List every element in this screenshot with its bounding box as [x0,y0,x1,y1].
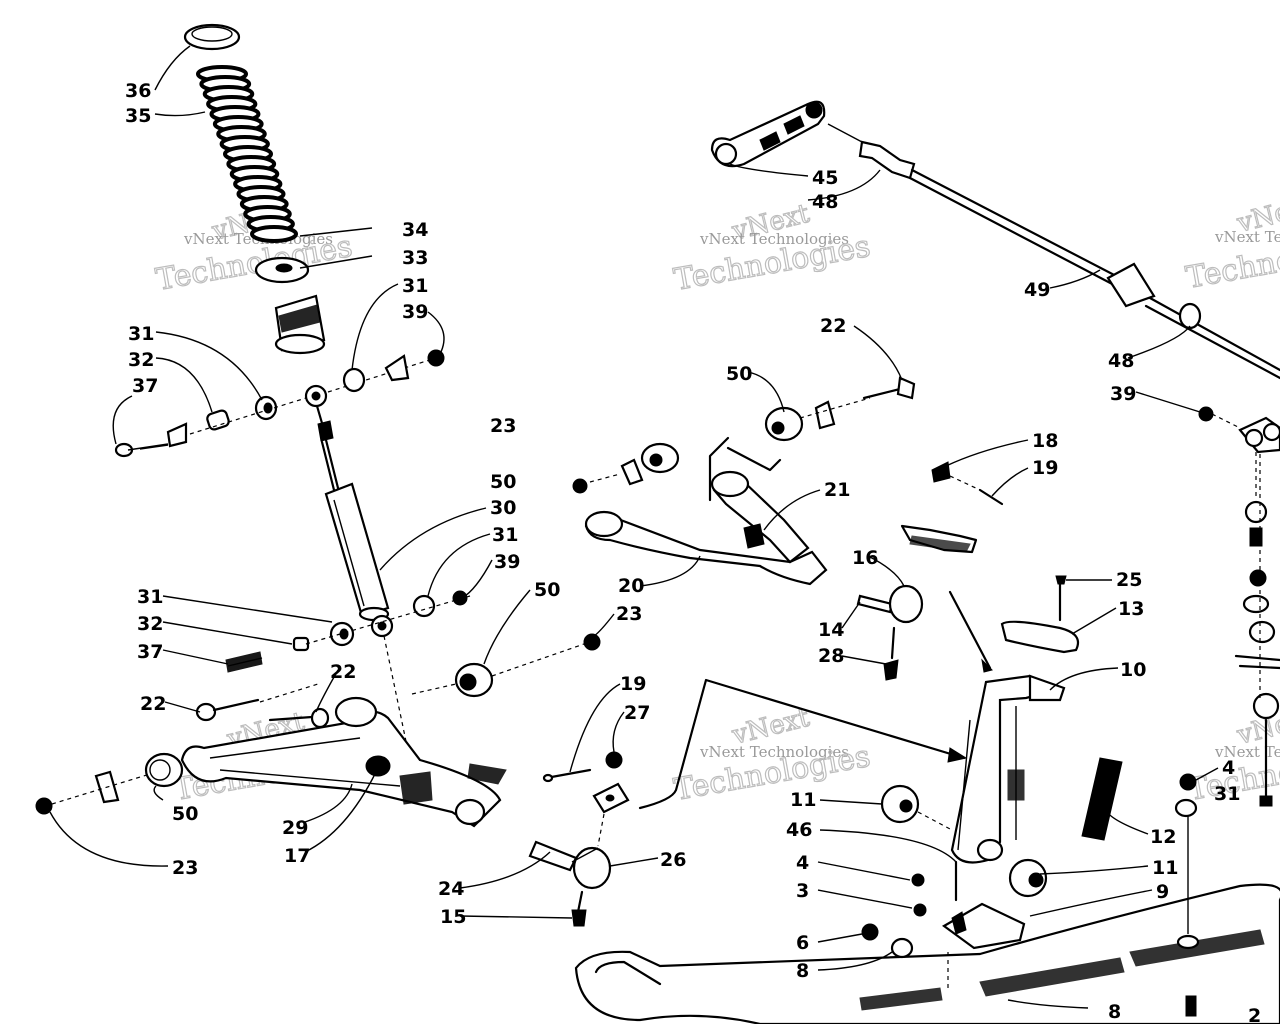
part-number: 22 [330,661,356,683]
spring-seat [254,256,310,284]
part-number: 37 [137,641,163,663]
part-number: 19 [1032,457,1058,479]
part-number: 31 [137,586,163,608]
part-number: 28 [818,645,844,667]
part-number: 11 [1152,857,1178,879]
part-number: 48 [812,191,838,213]
tie-rod-end-pins [542,751,630,847]
watermark-text: vNext Technologies [1214,228,1280,246]
part-number: 29 [282,817,308,839]
part-number: 27 [624,702,650,724]
upper-a-arm [584,436,828,586]
part-number: 11 [790,789,816,811]
watermark-mid-center: vNext vNext Technologies Technologies [671,702,874,808]
part-number: 24 [438,878,464,900]
part-number: 12 [1150,826,1176,848]
part-number: 14 [818,619,844,641]
part-number: 31 [492,524,518,546]
part-number: 50 [726,363,752,385]
part-number: 4 [796,852,809,874]
part-number: 31 [402,275,428,297]
part-number: 16 [852,547,878,569]
upper-shock-hardware [114,349,445,458]
ski-spring-bar [1081,757,1123,841]
part-number: 39 [402,301,428,323]
part-number: 32 [137,613,163,635]
steering-arrow [638,590,993,810]
part-number: 18 [1032,430,1058,452]
leader-lines [49,45,1219,1009]
part-number: 19 [620,673,646,695]
coil-spring [196,65,298,243]
part-number: 39 [1110,383,1136,405]
steering-arm [710,100,826,168]
part-number: 15 [440,906,466,928]
part-number: 9 [1156,881,1169,903]
part-number: 6 [796,932,809,954]
part-number: 50 [172,803,198,825]
part-number: 31 [128,323,154,345]
spring-clip-and-pin [900,461,1004,554]
part-number: 48 [1108,350,1134,372]
lower-a-arm [180,696,507,828]
part-number: 23 [616,603,642,625]
part-number: 34 [402,219,428,241]
watermark-text: vNext Technologies [699,230,849,248]
part-number: 17 [284,845,310,867]
part-number: 22 [820,315,846,337]
part-number-labels: 36 35 34 33 31 39 31 32 37 30 31 39 31 3… [125,80,1261,1024]
part-number: 8 [796,960,809,982]
part-number: 32 [128,349,154,371]
lower-shock-hardware [225,590,471,673]
spring-coil-loop [250,225,298,243]
watermark-top-center: vNext vNext Technologies Technologies [671,198,874,298]
watermark-text: vNext Technologies [699,743,849,761]
part-number: 10 [1120,659,1146,681]
lower-a-arm-hardware [35,633,601,815]
upper-a-arm-hardware [572,376,916,494]
part-number: 46 [786,819,812,841]
right-side-hardware [1198,406,1280,807]
tie-rod [827,123,1280,380]
bump-stop [274,294,326,355]
part-number: 31 [1214,783,1240,805]
spring-cap [183,23,241,51]
part-number: 23 [172,857,198,879]
part-number: 33 [402,247,428,269]
part-number: 2 [1248,1005,1261,1024]
part-number: 30 [490,497,516,519]
part-number: 21 [824,479,850,501]
part-number: 50 [534,579,560,601]
ski [574,773,1280,1024]
part-number: 8 [1108,1001,1121,1023]
part-number: 45 [812,167,838,189]
part-number: 4 [1222,757,1235,779]
part-number: 36 [125,80,151,102]
spindle-cap [1000,575,1080,654]
part-number: 23 [490,415,516,437]
part-number: 20 [618,575,644,597]
spindle-bracket [950,674,1066,864]
part-number: 25 [1116,569,1142,591]
watermark-text: vNext Technologies [1214,743,1280,761]
part-number: 49 [1024,279,1050,301]
lower-ball-joint [528,840,612,927]
part-number: 50 [490,471,516,493]
part-number: 35 [125,105,151,127]
part-number: 3 [796,880,809,902]
part-number: 13 [1118,598,1144,620]
part-number: 22 [140,693,166,715]
part-number: 26 [660,849,686,871]
part-number: 37 [132,375,158,397]
upper-ball-joint [856,584,924,681]
watermark-top-right: vNext vNext Technologies Technologies [1183,190,1280,296]
part-number: 39 [494,551,520,573]
